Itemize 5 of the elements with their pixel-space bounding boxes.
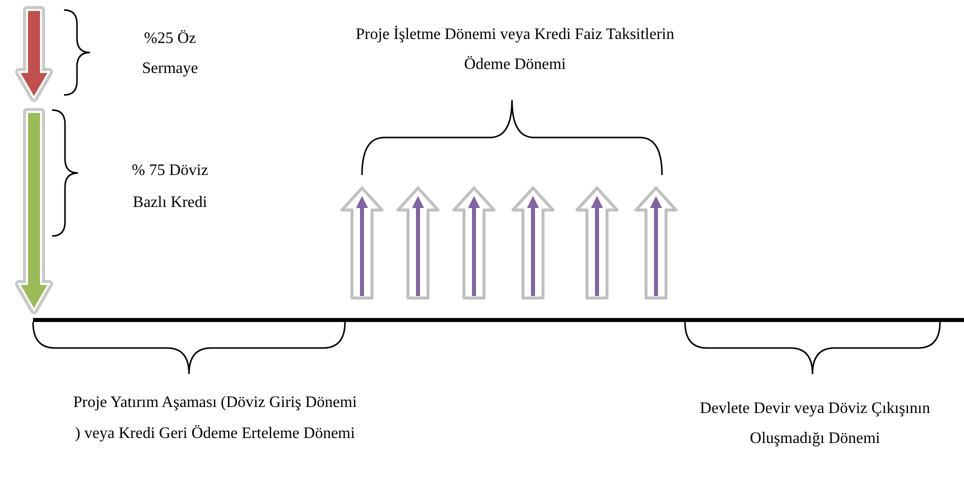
period-label: %25 Öz Sermaye [141, 29, 199, 79]
period-label: Devlete Devir veya Döviz Çıkışının Oluşmadığı Dönemi [698, 399, 932, 449]
period-label: % 75 Döviz Bazlı Kredi [130, 161, 210, 213]
period-label: Proje İşletme Dönemi veya Kredi Faiz Taksitlerin Ödeme Dönemi [354, 24, 676, 75]
period-label: Proje Yatırım Aşaması (Döviz Giriş Dönemi ) veya Kredi Geri Ödeme Erteleme Dönemi [72, 393, 358, 444]
